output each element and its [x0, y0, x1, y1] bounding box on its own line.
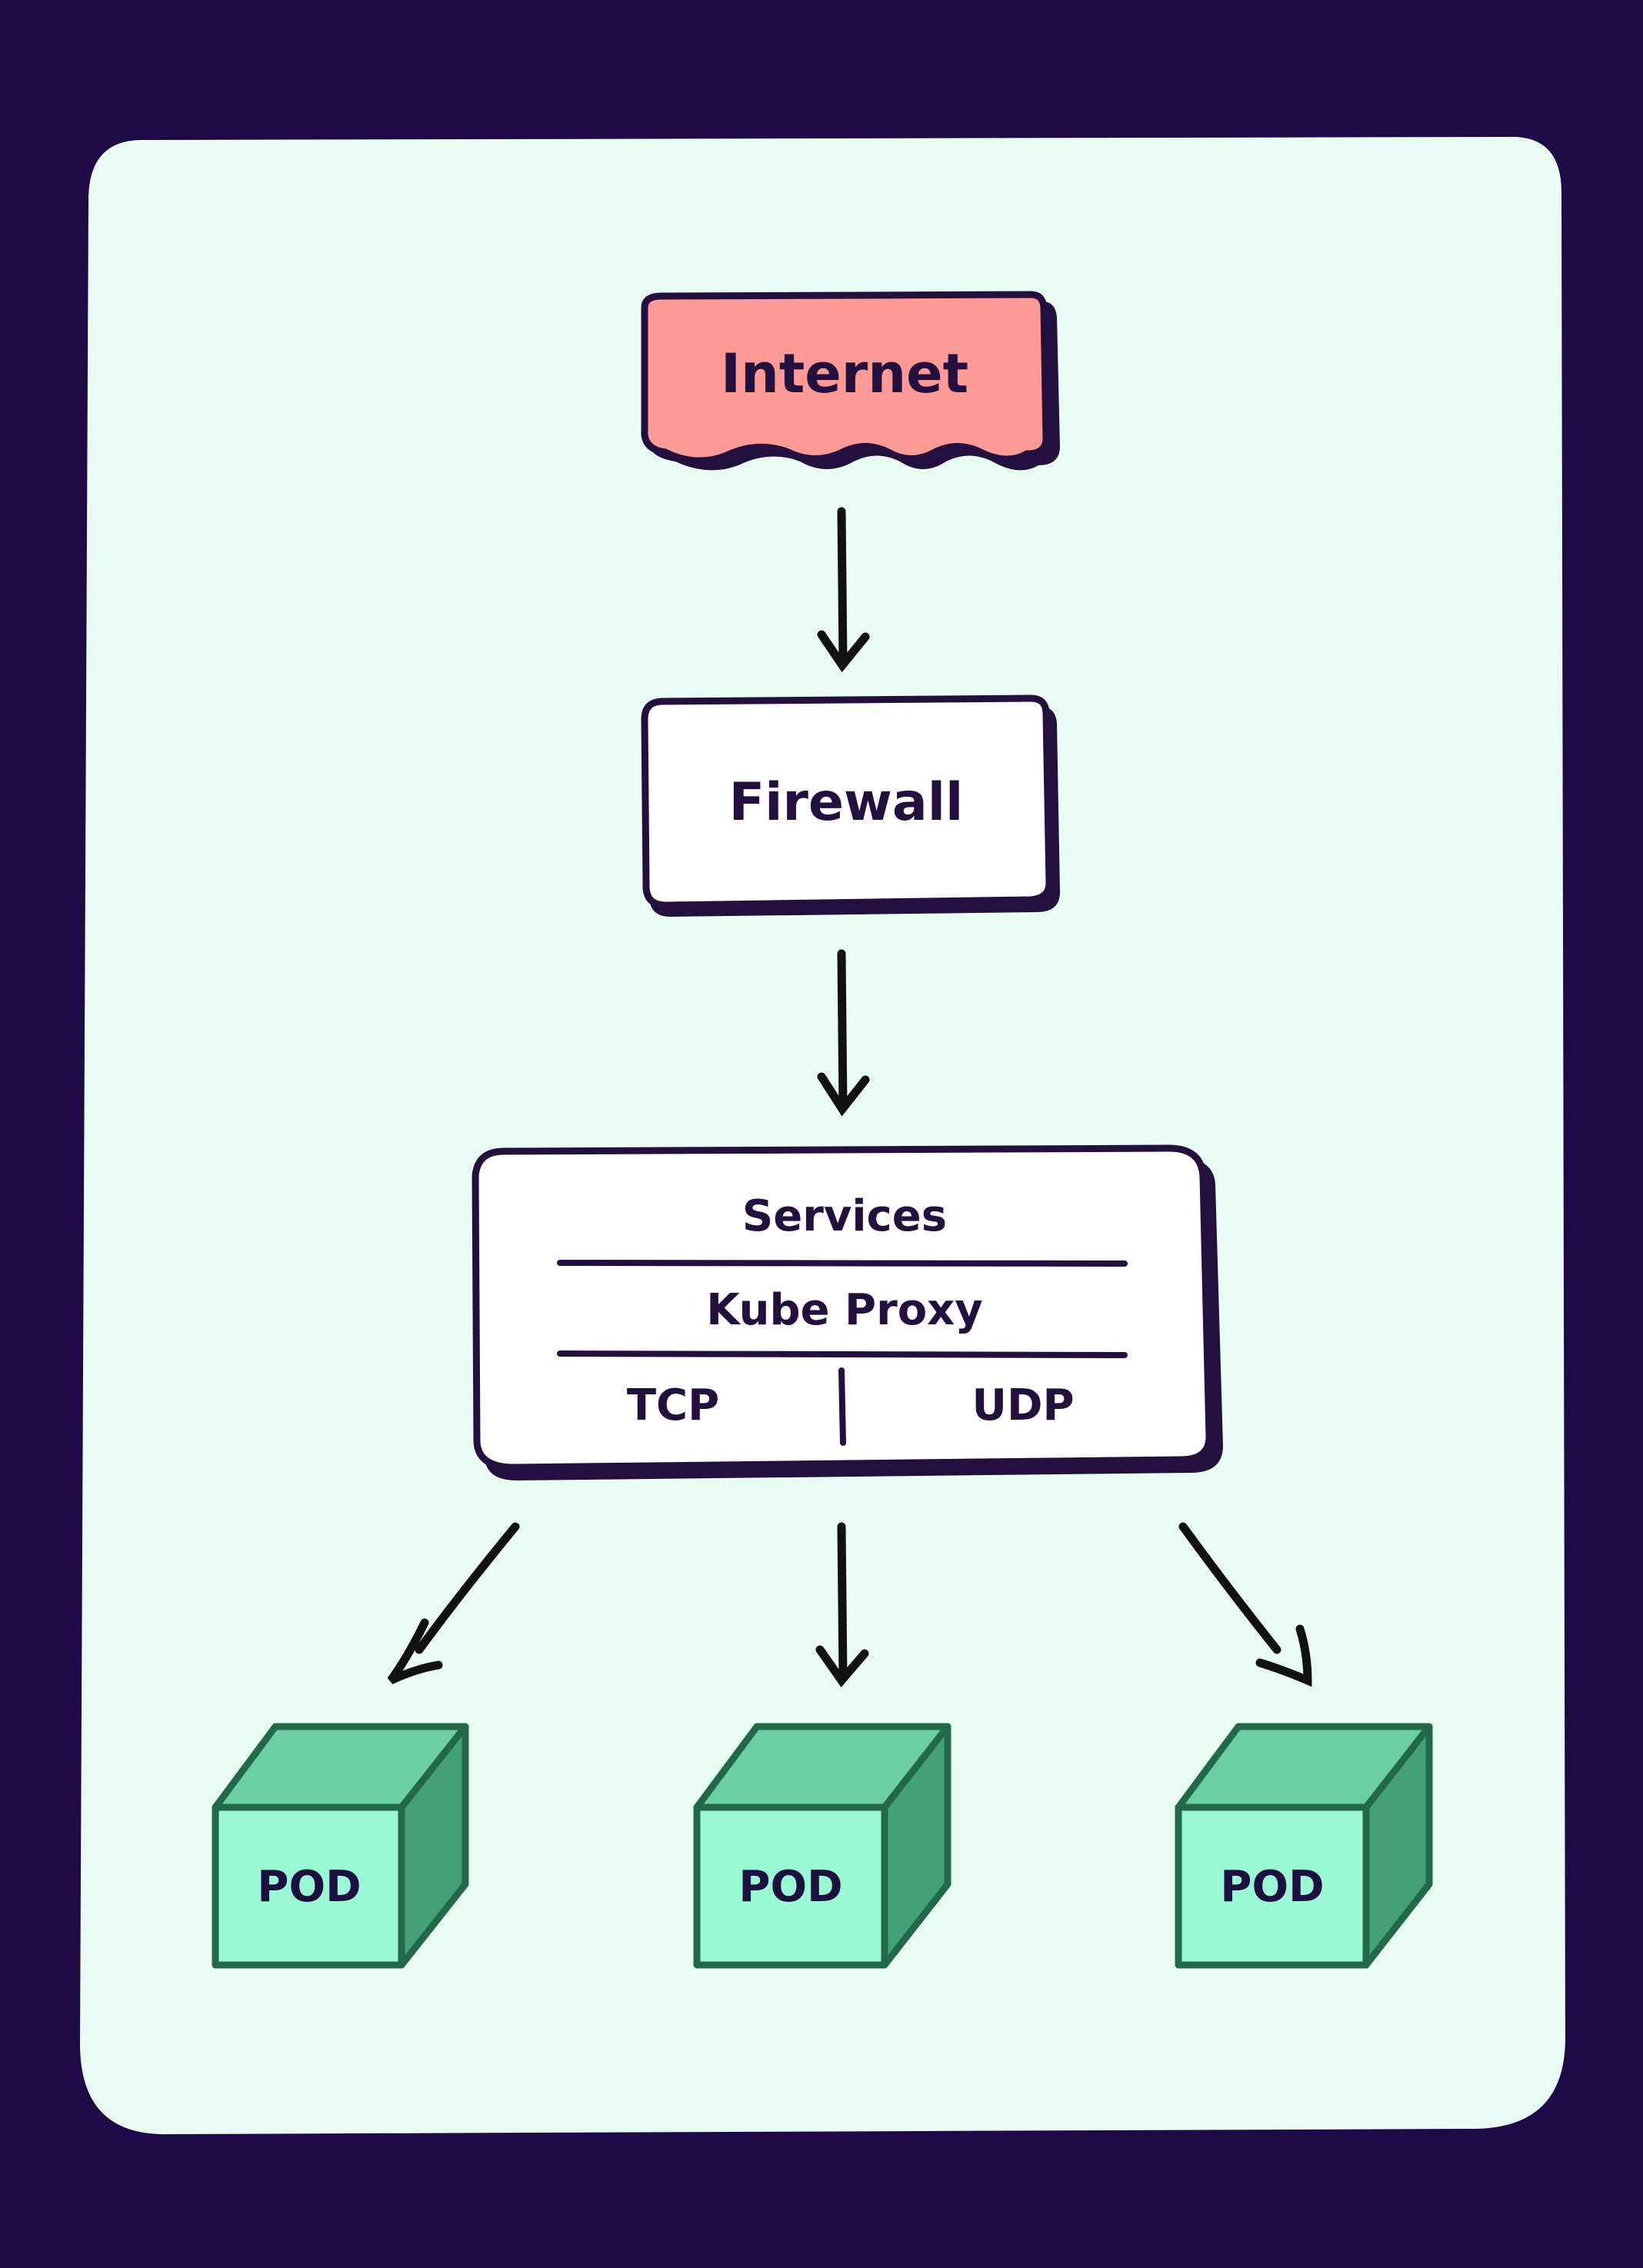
services-divider-bottom [557, 1350, 1128, 1358]
pod-3-front [1175, 1803, 1370, 1969]
arrow-internet-to-firewall [817, 507, 870, 673]
pod-2-label: POD [738, 1862, 842, 1912]
services-label: Services [742, 1191, 947, 1241]
kube-proxy-label: Kube Proxy [706, 1285, 983, 1335]
pod-1: POD [212, 1723, 469, 1969]
firewall-node: Firewall [641, 694, 1060, 917]
pod-2: POD [693, 1723, 951, 1969]
services-divider-top [557, 1260, 1128, 1267]
internet-label: Internet [721, 342, 968, 405]
arrow-services-to-pod-3 [1178, 1522, 1312, 1687]
services-node: Services Kube Proxy TCP UDP [472, 1144, 1223, 1480]
pod-3-label: POD [1220, 1862, 1324, 1912]
arrow-firewall-to-services [817, 949, 870, 1117]
arrow-services-to-pod-1 [387, 1522, 520, 1684]
arrow-services-to-pod-2 [815, 1522, 869, 1687]
pod-1-front [212, 1803, 405, 1969]
pod-3: POD [1175, 1723, 1433, 1969]
pod-2-front [693, 1803, 888, 1969]
protocol-divider [838, 1367, 846, 1446]
pod-1-label: POD [257, 1862, 361, 1912]
udp-label: UDP [972, 1380, 1075, 1430]
tcp-label: TCP [627, 1380, 719, 1430]
diagram-panel [80, 136, 1565, 2135]
internet-node: Internet [641, 291, 1060, 471]
firewall-label: Firewall [729, 772, 964, 833]
